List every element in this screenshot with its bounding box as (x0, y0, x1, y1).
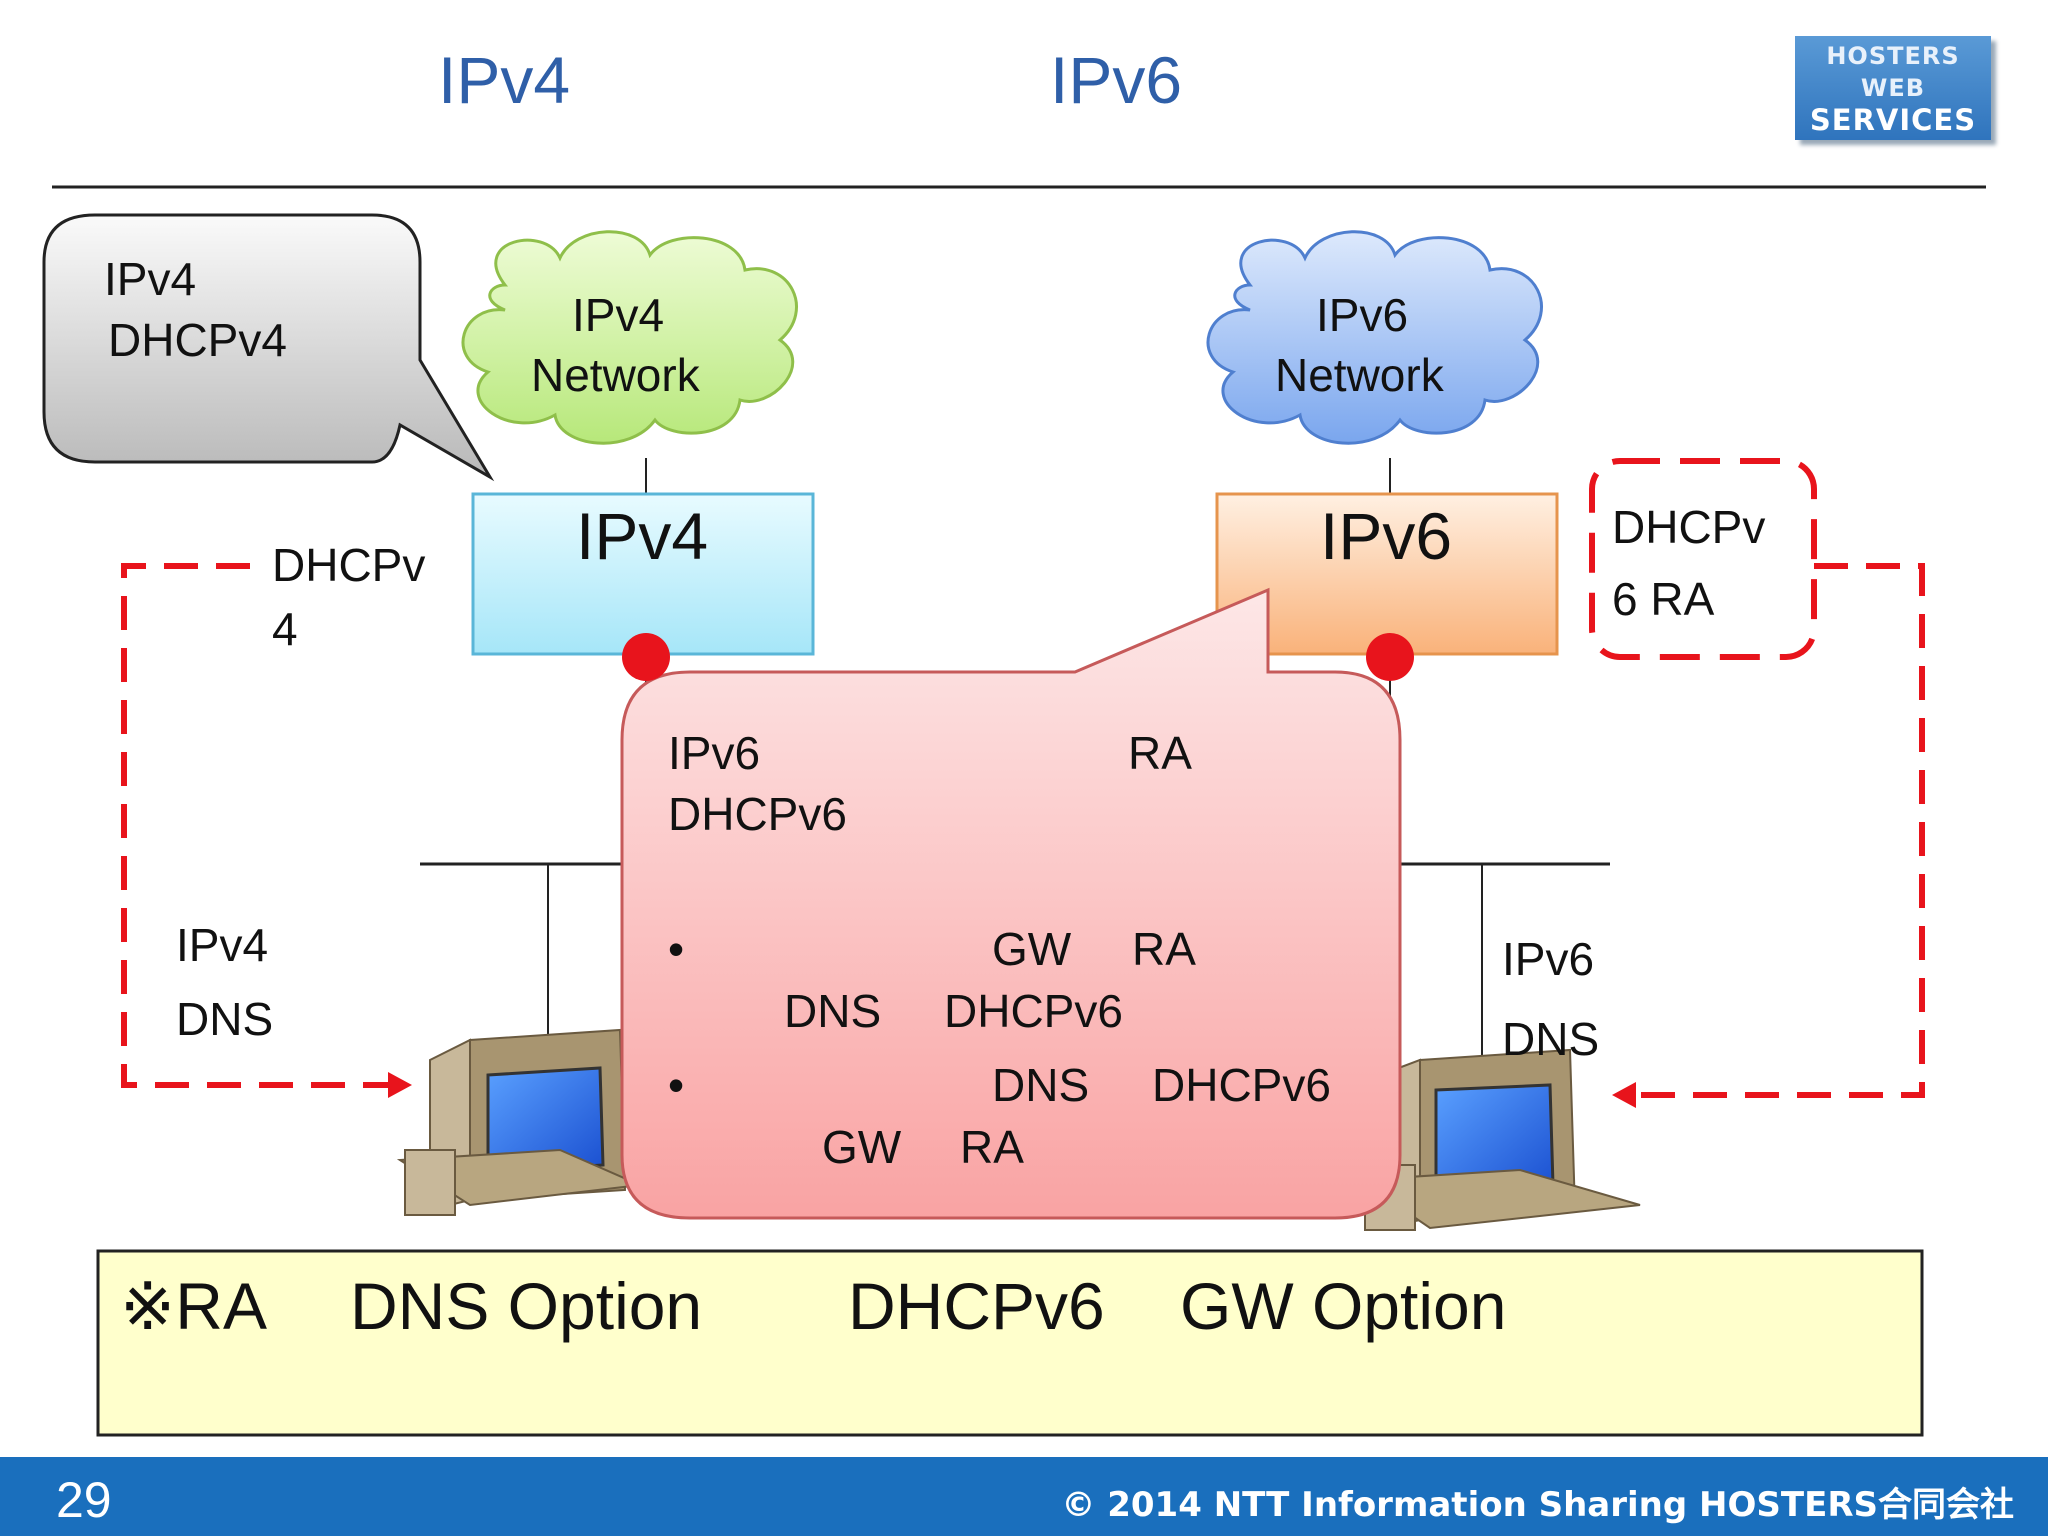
router-ipv6-box (1215, 492, 1559, 656)
router-ipv4-box (471, 492, 815, 656)
cloud-ipv4-line1: IPv4 (572, 289, 665, 341)
pink-row1-ipv6: IPv6 (668, 727, 761, 779)
logo-line-2: WEB (1860, 74, 1926, 102)
router-ipv4-label: IPv4 (576, 499, 709, 573)
left-host-label-line1: IPv4 (176, 919, 269, 971)
dhcpv6ra-dashed-box (1589, 458, 1817, 660)
dhcpv6ra-arrow-head (1612, 1082, 1636, 1108)
connection-dot-ipv6 (1366, 633, 1414, 681)
right-host-label-line1: IPv6 (1502, 933, 1595, 985)
pink-bullet1-mark: • (668, 923, 685, 975)
dhcpv4-arrow-head (388, 1072, 412, 1098)
gray-callout-line1: IPv4 (104, 253, 197, 305)
pink-bullet2-gw: GW (822, 1121, 902, 1173)
note-part4: GW Option (1180, 1269, 1507, 1343)
dhcpv4-label-line1: DHCPv (272, 539, 426, 591)
note-part1: ※RA (120, 1269, 267, 1343)
pink-bullet1-dns: DNS (784, 985, 882, 1037)
pink-bullet2-dhcpv6: DHCPv6 (1152, 1059, 1331, 1111)
gray-callout (42, 213, 495, 482)
dhcpv6ra-label-line2: 6 RA (1612, 573, 1715, 625)
title-ipv6: IPv6 (1050, 43, 1183, 117)
dhcpv6ra-label-line1: DHCPv (1612, 501, 1766, 553)
pink-row2-dhcpv6: DHCPv6 (668, 788, 847, 840)
connection-dot-ipv4 (622, 633, 670, 681)
computer-left (396, 1028, 644, 1216)
pink-bullet1-dhcpv6: DHCPv6 (944, 985, 1123, 1037)
pink-bullet2-ra: RA (960, 1121, 1024, 1173)
copyright-text: © 2014 NTT Information Sharing HOSTERS合同… (1061, 1485, 2014, 1525)
dhcpv6ra-arrow-path (1630, 563, 1925, 1098)
computer-right (1357, 1048, 1641, 1231)
router-ipv6-label: IPv6 (1320, 499, 1453, 573)
note-box (96, 1249, 1924, 1437)
cloud-ipv4-line2: Network (531, 349, 700, 401)
title-ipv4: IPv4 (438, 43, 571, 117)
note-part2: DNS Option (350, 1269, 703, 1343)
page-number: 29 (56, 1472, 112, 1528)
pink-callout (620, 587, 1402, 1220)
pink-bullet1-ra: RA (1132, 923, 1196, 975)
logo-line-1: HOSTERS (1826, 42, 1960, 70)
pink-bullet2-dns: DNS (992, 1059, 1090, 1111)
logo-line-3: SERVICES (1809, 103, 1977, 137)
hosters-logo: HOSTERS WEB SERVICES (1795, 36, 1991, 140)
note-part3: DHCPv6 (848, 1269, 1105, 1343)
cloud-ipv6-shape (1206, 230, 1543, 445)
gray-callout-line2: DHCPv4 (108, 314, 287, 366)
cloud-ipv4-shape (461, 230, 798, 445)
right-host-label-line2: DNS (1502, 1013, 1600, 1065)
pink-row1-ra: RA (1128, 727, 1192, 779)
pink-bullet1-gw: GW (992, 923, 1072, 975)
dhcpv4-arrow-path (121, 563, 395, 1088)
cloud-ipv6-line1: IPv6 (1316, 289, 1409, 341)
dhcpv4-label-line2: 4 (272, 603, 298, 655)
left-host-label-line2: DNS (176, 993, 274, 1045)
pink-bullet2-mark: • (668, 1059, 685, 1111)
cloud-ipv6-line2: Network (1275, 349, 1444, 401)
footer-bar: 29 © 2014 NTT Information Sharing HOSTER… (0, 1457, 2048, 1536)
